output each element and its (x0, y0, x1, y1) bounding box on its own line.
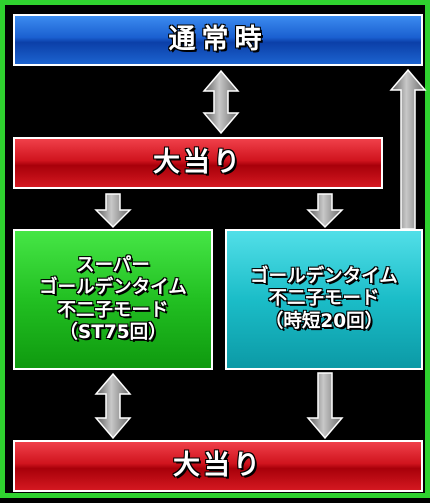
big-win-box-top: 大当り (13, 137, 383, 189)
golden-mode-line-3: （時短20回） (264, 310, 384, 332)
golden-mode-line-1: ゴールデンタイム (250, 266, 399, 288)
arrows-layer (94, 68, 427, 440)
super-mode-line-3: 不二子モード (57, 299, 169, 321)
super-mode-line-2: ゴールデンタイム (39, 277, 188, 299)
big-win-label-bottom: 大当り (172, 449, 263, 481)
normal-state-label: 通常時 (168, 23, 268, 55)
down-arrow-golden-to-bigwin (306, 372, 344, 440)
big-win-box-bottom: 大当り (13, 440, 423, 492)
double-arrow-super-bigwin (94, 372, 132, 440)
normal-state-box: 通常時 (13, 14, 423, 66)
big-win-label-top: 大当り (152, 146, 243, 178)
double-arrow-normal-bigwin (202, 69, 240, 135)
up-arrow-to-normal (389, 68, 427, 230)
down-arrow-to-golden (306, 193, 344, 229)
golden-mode-box: ゴールデンタイム 不二子モード （時短20回） (225, 229, 423, 370)
super-mode-line-1: スーパー (75, 255, 150, 277)
super-mode-box: スーパー ゴールデンタイム 不二子モード （ST75回） (13, 229, 213, 370)
golden-mode-line-2: 不二子モード (268, 288, 380, 310)
super-mode-line-4: （ST75回） (59, 321, 167, 343)
down-arrow-to-super (94, 193, 132, 229)
